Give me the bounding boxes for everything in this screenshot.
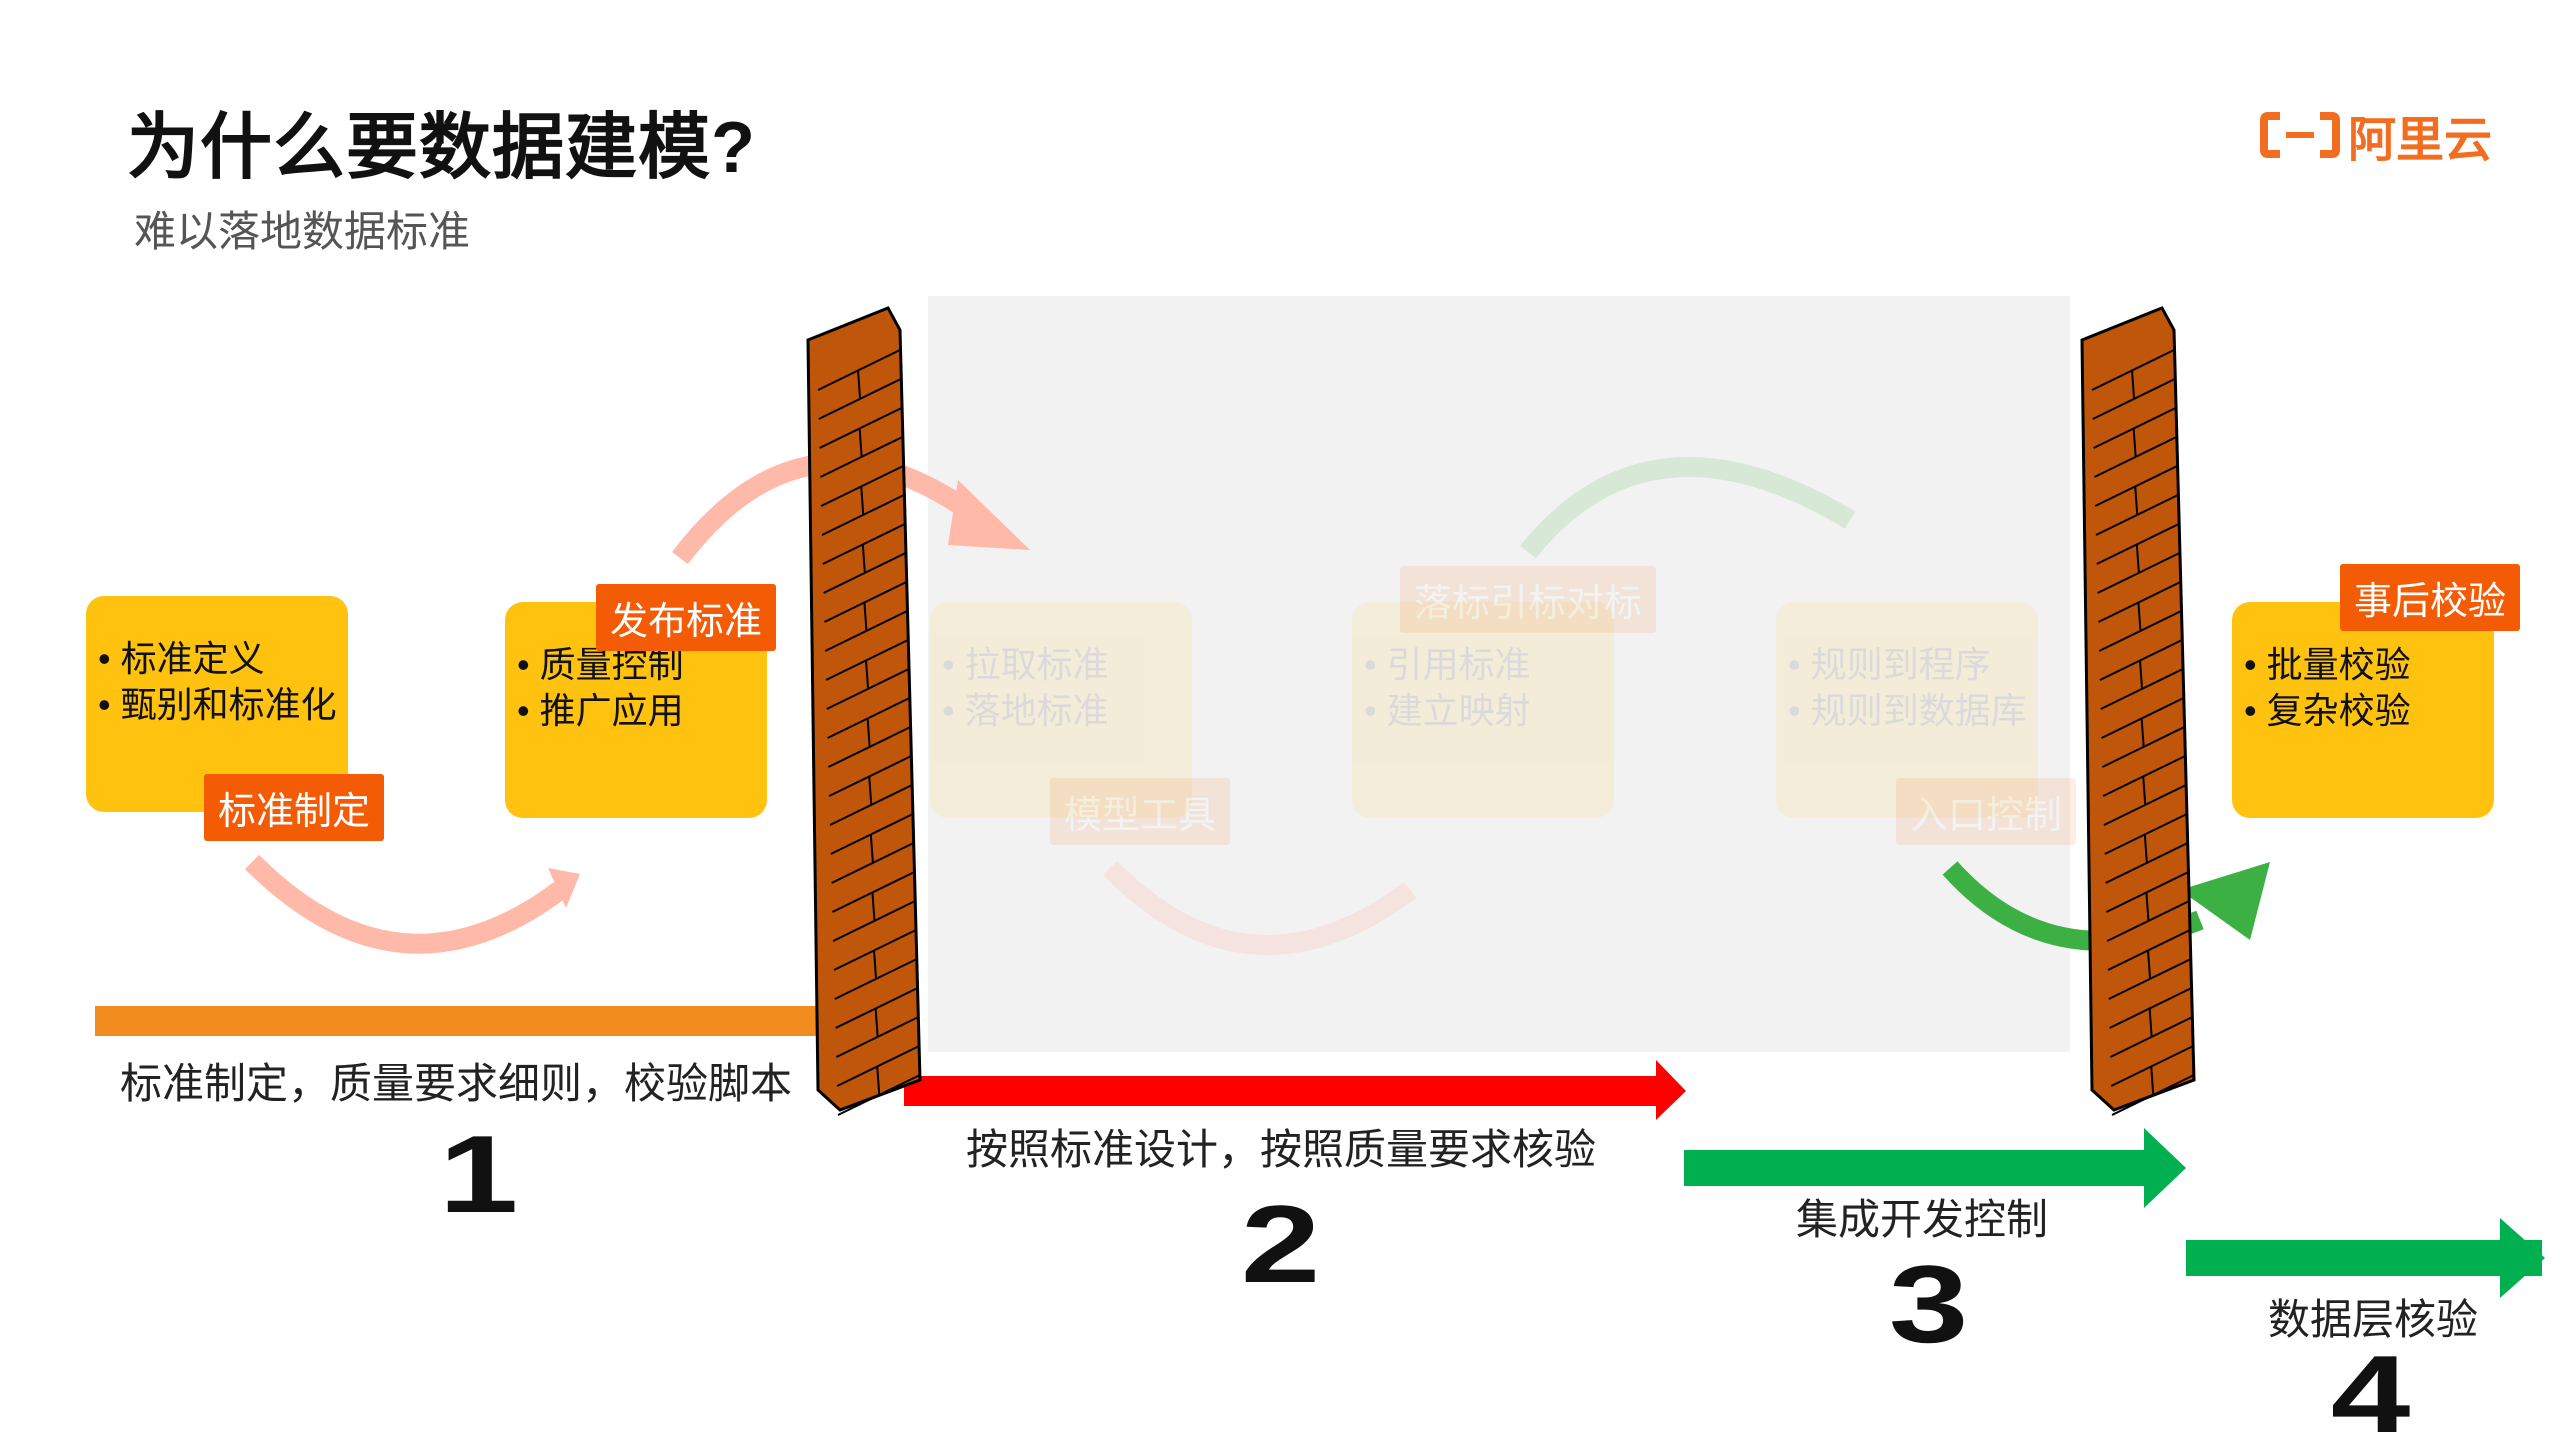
step2-number: 2 [1241, 1190, 1321, 1300]
stage-item: 建立映射 [1364, 688, 1531, 734]
stage-items: 引用标准 建立映射 [1364, 642, 1531, 734]
step2-arrow-head [1656, 1060, 1686, 1120]
stage-item: 落地标准 [942, 688, 1109, 734]
stage-item: 拉取标准 [942, 642, 1109, 688]
stage-tag-5: 入口控制 [1896, 778, 2076, 845]
stage-items: 批量校验 复杂校验 [2244, 642, 2411, 734]
stage-tag-1: 标准制定 [204, 774, 384, 841]
stage-tag-2: 发布标准 [596, 584, 776, 651]
brick-wall-icon-left [808, 308, 920, 1110]
stage-item: 引用标准 [1364, 642, 1531, 688]
stage-item: 批量校验 [2244, 642, 2411, 688]
step4-arrow-head [2500, 1218, 2545, 1298]
step1-caption: 标准制定，质量要求细则，校验脚本 [120, 1050, 792, 1111]
step1-arrow [95, 1006, 885, 1036]
stage-item: 规则到程序 [1788, 642, 2027, 688]
stage-tag-4: 落标引标对标 [1400, 566, 1656, 633]
curved-arrow-icon [252, 862, 560, 944]
brick-wall-icon-right [2082, 308, 2194, 1110]
step3-arrow [1684, 1150, 2144, 1186]
step2-arrow [904, 1076, 1656, 1106]
stage-item: 规则到数据库 [1788, 688, 2027, 734]
step2-caption: 按照标准设计，按照质量要求核验 [966, 1116, 1596, 1177]
stage-tag-3: 模型工具 [1050, 778, 1230, 845]
stage-items: 质量控制 推广应用 [517, 642, 684, 734]
stage-items: 拉取标准 落地标准 [942, 642, 1109, 734]
stage-item: 推广应用 [517, 688, 684, 734]
curved-arrow-icon [1528, 467, 1850, 552]
step1-number: 1 [439, 1120, 519, 1230]
curved-arrow-icon [948, 480, 1030, 550]
curved-arrow-icon [1110, 868, 1410, 945]
step3-arrow-head [2144, 1128, 2186, 1208]
stage-item: 复杂校验 [2244, 688, 2411, 734]
stage-item: 标准定义 [98, 636, 337, 682]
step4-arrow [2186, 1240, 2542, 1276]
stage-box-6: 批量校验 复杂校验 [2232, 602, 2494, 818]
stage-tag-6: 事后校验 [2340, 564, 2520, 631]
step3-number: 3 [1889, 1250, 1969, 1360]
step3-caption: 集成开发控制 [1796, 1186, 2048, 1247]
step4-number: 4 [2331, 1340, 2411, 1450]
stage-items: 标准定义 甄别和标准化 [98, 636, 337, 728]
stage-item: 甄别和标准化 [98, 682, 337, 728]
stage-box-4: 引用标准 建立映射 [1352, 602, 1614, 818]
stage-items: 规则到程序 规则到数据库 [1788, 642, 2027, 734]
